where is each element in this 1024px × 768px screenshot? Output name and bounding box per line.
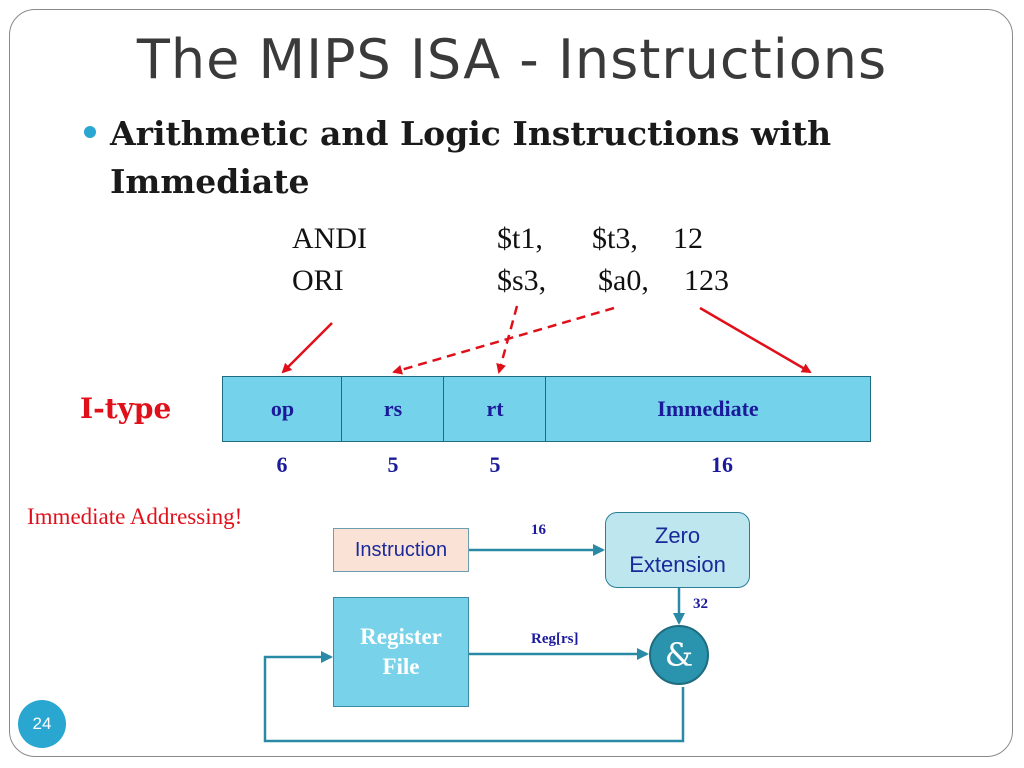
field-rs: rs: [341, 376, 445, 442]
arrow-op: [281, 322, 333, 374]
code-rs-1: $t3,: [592, 222, 638, 255]
and-gate-icon: &: [649, 625, 709, 685]
field-op: op: [222, 376, 343, 442]
bullet-icon: [84, 126, 96, 138]
code-imm-2: 123: [684, 264, 729, 297]
bits-rs: 5: [387, 452, 399, 477]
immediate-addressing-caption: Immediate Addressing!: [27, 504, 243, 529]
field-rt: rt: [443, 376, 547, 442]
code-op-2: ORI: [292, 264, 344, 297]
field-immediate: Immediate: [545, 376, 871, 442]
bits-rt: 5: [489, 452, 501, 477]
label-reg-rs: Reg[rs]: [531, 631, 579, 647]
code-rt-2: $s3,: [497, 264, 547, 297]
slide-title: The MIPS ISA - Instructions: [136, 28, 888, 91]
code-rt-1: $t1,: [497, 222, 543, 255]
code-imm-1: 12: [673, 222, 703, 255]
page-number: 24: [18, 700, 66, 748]
code-op-1: ANDI: [292, 222, 367, 255]
label-32: 32: [693, 596, 708, 612]
itype-label: I-type: [80, 392, 172, 425]
register-file-label: Register File: [360, 624, 442, 679]
arrow-rt: [496, 305, 519, 374]
arrow-rs: [392, 306, 615, 375]
zero-extension-box: Zero Extension: [605, 512, 750, 588]
bits-op: 6: [276, 452, 288, 477]
zero-extension-label: Zero Extension: [629, 523, 726, 577]
instruction-box: Instruction: [333, 528, 469, 572]
wire-feedback: [263, 651, 685, 743]
bits-immediate: 16: [711, 452, 733, 477]
register-file-box: Register File: [333, 597, 469, 707]
arrow-imm: [699, 306, 812, 374]
bullet-text: Arithmetic and Logic Instructions with I…: [110, 114, 832, 201]
label-16: 16: [531, 522, 546, 538]
code-rs-2: $a0,: [598, 264, 649, 297]
